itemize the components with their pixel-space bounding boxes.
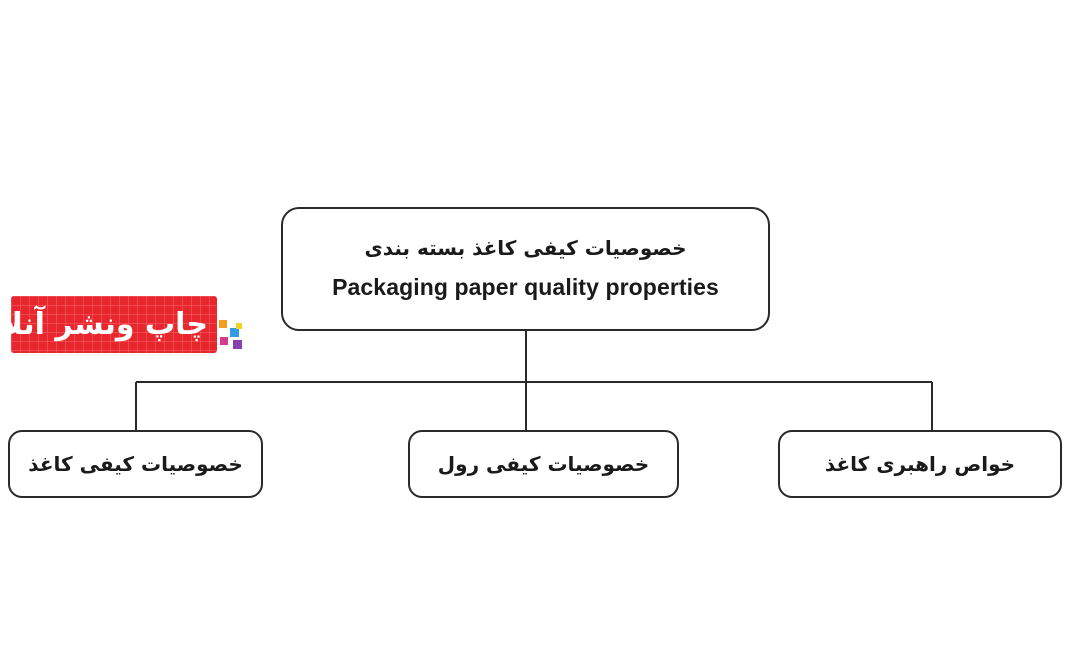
logo-square [219,320,227,328]
root-title-fa: خصوصیات کیفی کاغذ بسته بندی [364,236,687,261]
child-label: خصوصیات کیفی رول [437,452,650,476]
watermark-logo [11,296,242,353]
logo-square [233,340,242,349]
root-title-en: Packaging paper quality properties [332,274,719,301]
child-label: خصوصیات کیفی کاغذ [28,452,243,476]
child-node-quality: خصوصیات کیفی کاغذ [8,430,263,498]
logo-text: چاپ ونشر آنلاین [0,307,209,342]
logo-square [220,337,228,345]
child-node-roll-quality: خصوصیات کیفی رول [408,430,679,498]
child-label: خواص راهبری کاغذ [824,452,1016,476]
logo-square [236,323,242,329]
root-node: خصوصیات کیفی کاغذ بسته بندی Packaging pa… [281,207,770,331]
logo-square [230,328,239,337]
child-node-runnability: خواص راهبری کاغذ [778,430,1062,498]
